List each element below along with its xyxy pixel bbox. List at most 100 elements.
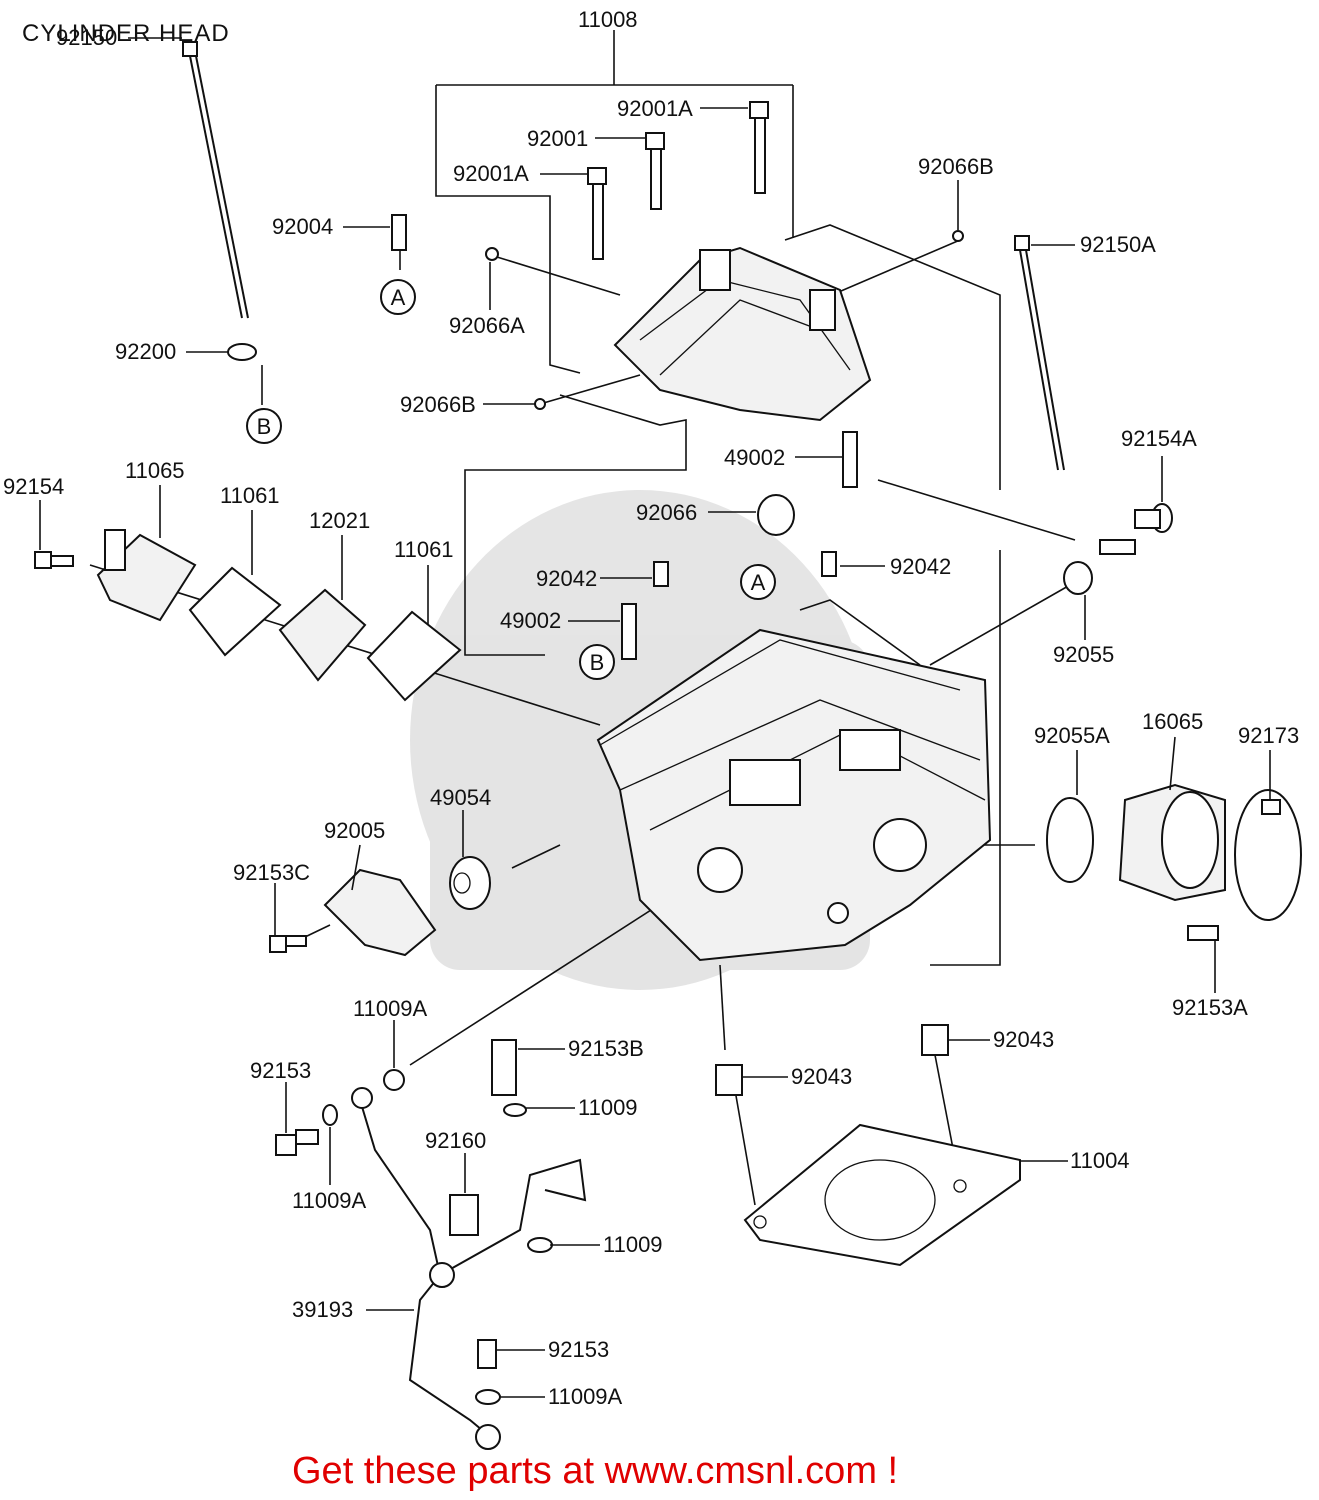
bolt-92001A-top [749,101,769,194]
svg-text:B: B [590,650,605,675]
washer-92200 [227,343,257,361]
o-ring-92055A [1046,797,1094,883]
head-gasket-11004 [743,1123,1021,1267]
label-11008: 11008 [578,7,638,32]
bolt-92154 [34,551,74,569]
washer-11009-low [527,1237,553,1253]
thermostat-cover-92005 [323,868,437,957]
stud-bolt-92150A [1014,235,1065,471]
label-92153A: 92153A [1172,995,1248,1020]
camshaft-holder [613,246,872,422]
label-11009A-top: 11009A [353,996,428,1021]
washer-11009A-top [383,1069,405,1091]
label-92154: 92154 [3,474,64,499]
label-92001A: 92001A [453,161,529,186]
bolt-92153-bottom [477,1339,497,1369]
label-92055A: 92055A [1034,723,1110,748]
label-49054: 49054 [430,785,491,810]
washer-11009-top [503,1103,527,1117]
gasket-11061-left [188,566,282,657]
dowel-92043-left [715,1064,743,1096]
label-92043-left: 92043 [791,1064,852,1089]
label-92153C: 92153C [233,860,310,885]
footer-promo-text[interactable]: Get these parts at www.cmsnl.com ! [292,1450,899,1492]
oil-seal-92055 [1063,561,1093,595]
gasket-11061-right [366,610,462,702]
page-title: CYLINDER HEAD [22,20,230,47]
bolt-92001A [587,167,607,260]
valve-guide-49002-top [842,431,858,488]
cylinder-head [596,628,992,962]
rubber-92160 [449,1194,479,1236]
label-92005: 92005 [324,818,385,843]
label-92150A: 92150A [1080,232,1156,257]
washer-11009A-bottom [475,1389,501,1405]
label-11009A-bottom: 11009A [548,1384,623,1409]
label-92004: 92004 [272,214,333,239]
label-11061-right: 11061 [394,537,454,562]
valve-stem-seal-92066 [757,494,795,536]
washer-11009A-mid [322,1104,338,1126]
valve-guide-49002 [621,603,637,660]
pin-92066B-top [952,230,964,242]
svg-text:A: A [391,285,406,310]
label-92153-bottom: 92153 [548,1337,609,1362]
label-92001: 92001 [527,126,588,151]
bolt-92001 [645,132,665,210]
label-11004: 11004 [1070,1148,1130,1173]
dowel-92043-right [921,1024,949,1056]
bolt-92153C [269,935,307,953]
pin-92066A [485,247,499,261]
sleeve-92042-left [653,561,669,587]
leader-lines [89,30,1076,1206]
label-92066B-top: 92066B [918,154,994,179]
svg-text:A: A [751,570,766,595]
label-92066B: 92066B [400,392,476,417]
label-92160: 92160 [425,1128,486,1153]
label-92042-right: 92042 [890,554,951,579]
label-11065: 11065 [125,458,185,483]
label-92043-right: 92043 [993,1027,1054,1052]
label-11009-low: 11009 [603,1232,663,1257]
label-92154A: 92154A [1121,426,1197,451]
label-92153B: 92153B [568,1036,644,1061]
callout-a-top: A [380,279,416,315]
callout-b-top: B [246,408,282,444]
label-39193: 39193 [292,1297,353,1322]
label-92066A: 92066A [449,313,525,338]
reed-cover-11065 [96,529,197,622]
intake-holder-16065 [1118,783,1226,902]
bolt-92153-left [275,1129,319,1156]
oil-pipe-39193 [351,1087,587,1450]
dowel-pin-92004 [391,214,407,251]
callout-a-head: A [740,564,776,600]
label-92055: 92055 [1053,642,1114,667]
label-92150: 92150 [56,25,117,50]
label-49002: 49002 [500,608,561,633]
plug-92154A [1099,503,1173,555]
label-92200: 92200 [115,339,176,364]
label-92173: 92173 [1238,723,1299,748]
pin-92066B [534,398,546,410]
stud-bolt-92150 [182,41,249,319]
thermostat-49054 [449,856,491,910]
label-leaders [39,37,1271,1398]
bolt-92153B [491,1039,517,1096]
label-16065: 16065 [1142,709,1203,734]
label-49002-top: 49002 [724,445,785,470]
part-labels: 11008 92150 92001A 92001 92001A 92066B 9… [3,7,1299,1409]
label-11061-left: 11061 [220,483,280,508]
reed-valve-12021 [278,588,367,682]
label-92001A-top: 92001A [617,96,693,121]
label-12021: 12021 [309,508,370,533]
label-11009-top: 11009 [578,1095,638,1120]
label-11009A-mid: 11009A [292,1188,367,1213]
clamp-92173 [1234,789,1302,921]
svg-text:B: B [257,414,272,439]
label-92153-left: 92153 [250,1058,311,1083]
label-92042-left: 92042 [536,566,597,591]
label-92066: 92066 [636,500,697,525]
bolt-92153A [1187,925,1219,941]
callout-b-head: B [579,644,615,680]
